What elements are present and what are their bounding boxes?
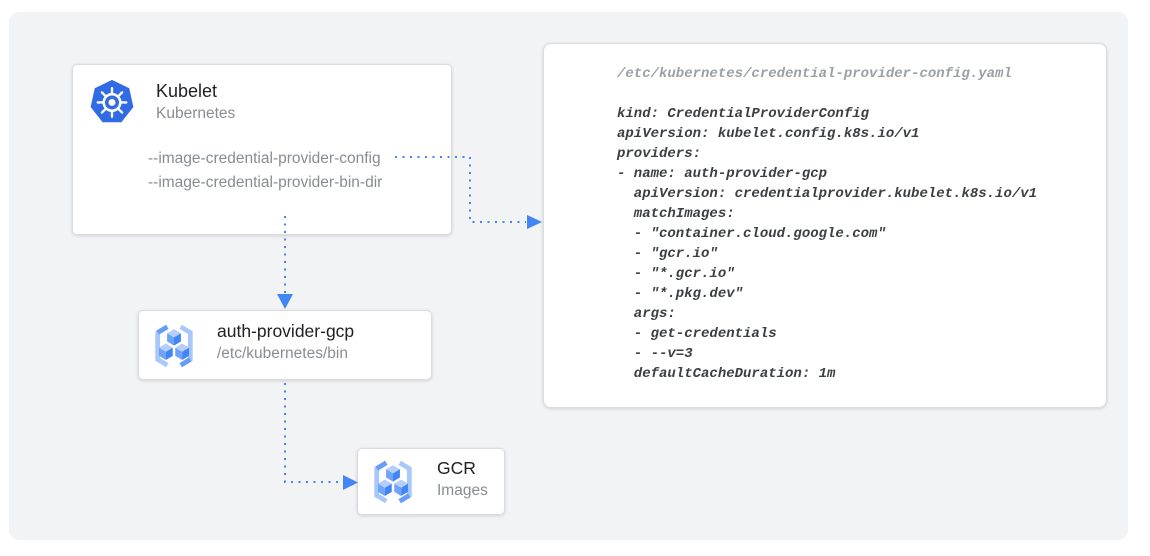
flag-image-credential-provider-bin-dir: --image-credential-provider-bin-dir <box>148 174 383 191</box>
kubelet-flags: --image-credential-provider-config --ima… <box>148 147 382 195</box>
gcr-node: GCR Images <box>357 448 505 515</box>
yaml-config-panel: /etc/kubernetes/credential-provider-conf… <box>543 43 1107 408</box>
node-title: Kubelet <box>156 81 218 101</box>
node-title: GCR <box>437 458 476 478</box>
node-subtitle: Images <box>437 482 488 499</box>
auth-provider-gcp-node: auth-provider-gcp /etc/kubernetes/bin <box>138 310 432 380</box>
node-subtitle: /etc/kubernetes/bin <box>217 345 348 362</box>
flag-image-credential-provider-config: --image-credential-provider-config <box>148 150 381 167</box>
yaml-content: kind: CredentialProviderConfig apiVersio… <box>617 106 1038 382</box>
container-registry-icon <box>370 459 416 505</box>
container-registry-icon <box>151 323 197 369</box>
node-subtitle: Kubernetes <box>156 105 236 122</box>
kubelet-node: Kubelet Kubernetes --image-credential-pr… <box>72 64 452 235</box>
yaml-filename: /etc/kubernetes/credential-provider-conf… <box>617 66 1012 82</box>
kubernetes-icon <box>90 79 134 123</box>
node-title: auth-provider-gcp <box>217 321 355 341</box>
